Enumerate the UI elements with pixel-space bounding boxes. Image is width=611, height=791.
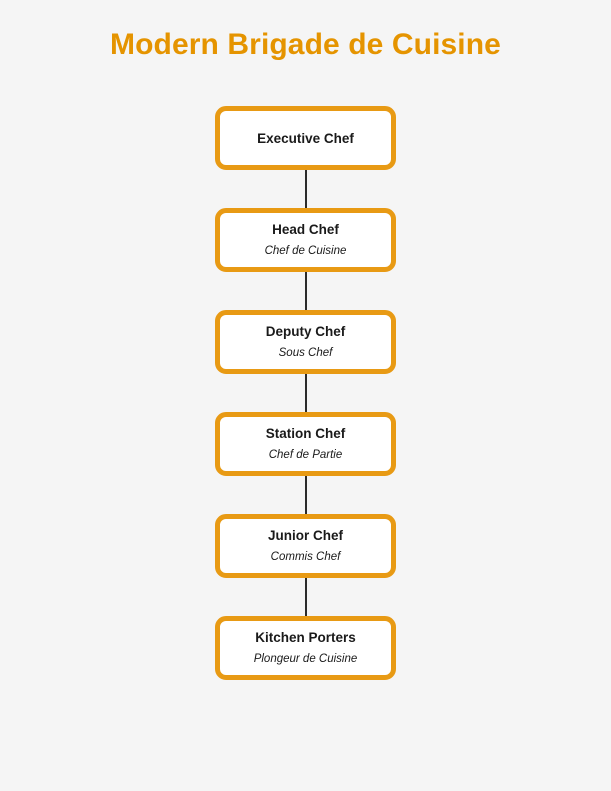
node-station-chef[interactable]: Station Chef Chef de Partie xyxy=(215,412,396,476)
connector-line xyxy=(304,578,307,616)
node-title: Deputy Chef xyxy=(265,324,346,339)
page-title: Modern Brigade de Cuisine xyxy=(110,28,501,61)
node-subtitle: Chef de Partie xyxy=(268,449,343,461)
node-executive-chef[interactable]: Executive Chef xyxy=(215,106,396,170)
node-title: Station Chef xyxy=(265,426,346,441)
connector-line xyxy=(304,374,307,412)
node-head-chef[interactable]: Head Chef Chef de Cuisine xyxy=(215,208,396,272)
node-title: Kitchen Porters xyxy=(255,630,356,645)
connector-line xyxy=(304,272,307,310)
node-title: Junior Chef xyxy=(267,528,343,543)
node-deputy-chef[interactable]: Deputy Chef Sous Chef xyxy=(215,310,396,374)
node-title: Head Chef xyxy=(272,222,339,237)
node-title: Executive Chef xyxy=(257,130,354,146)
node-junior-chef[interactable]: Junior Chef Commis Chef xyxy=(215,514,396,578)
node-subtitle: Chef de Cuisine xyxy=(264,245,347,257)
connector-line xyxy=(304,476,307,514)
node-subtitle: Commis Chef xyxy=(270,551,341,563)
node-kitchen-porters[interactable]: Kitchen Porters Plongeur de Cuisine xyxy=(215,616,396,680)
org-chart-flow: Executive Chef Head Chef Chef de Cuisine… xyxy=(0,106,611,680)
node-subtitle: Sous Chef xyxy=(278,347,333,359)
node-subtitle: Plongeur de Cuisine xyxy=(253,653,358,665)
connector-line xyxy=(304,170,307,208)
